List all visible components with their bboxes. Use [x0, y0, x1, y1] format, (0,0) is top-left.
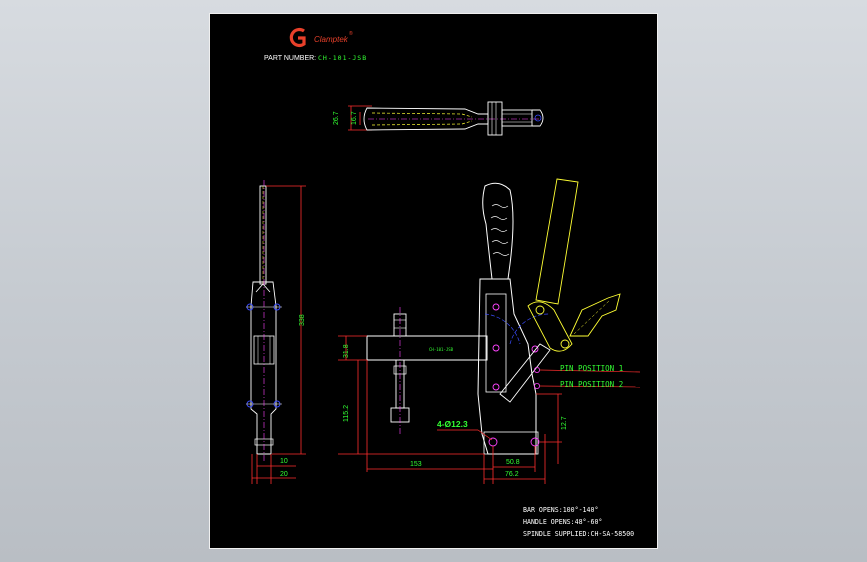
cad-drawing-canvas[interactable]: Clamptek ® PART NUMBER: CH-101-JSB 26.7 … [210, 14, 659, 550]
dim-20: 20 [280, 471, 288, 478]
linkage-arm [499, 343, 551, 403]
handle-top-outline [363, 107, 489, 131]
base-hole-1 [488, 437, 498, 447]
spindle-top-nut [393, 313, 407, 337]
brand-registered: ® [349, 30, 353, 37]
brand-logo: Clamptek ® [289, 27, 353, 48]
bar-open-position [569, 293, 621, 337]
top-hub [487, 101, 503, 136]
note-spindle: SPINDLE SUPPLIED:CH-SA-58500 [523, 530, 634, 538]
front-handle [482, 182, 514, 280]
brand-name: Clamptek [314, 35, 349, 44]
note-handle-opens: HANDLE OPENS:48°-60° [523, 518, 602, 526]
spec-notes: BAR OPENS:100°-140° HANDLE OPENS:48°-60°… [523, 506, 634, 538]
part-number-label: PART NUMBER: [264, 55, 316, 62]
dim-115-2: 115.2 [343, 405, 350, 422]
dim-50-8: 50.8 [506, 459, 520, 466]
note-bar-opens: BAR OPENS:100°-140° [523, 506, 598, 514]
pin-position-1: PIN POSITION 1 [560, 364, 623, 373]
front-view: CH-101-JSB [338, 178, 641, 484]
pin-position-2: PIN POSITION 2 [560, 380, 623, 389]
dim-338: 338 [299, 314, 306, 326]
top-view: 26.7 16.7 [333, 101, 544, 136]
side-handle [259, 185, 267, 285]
clamp-bar [366, 335, 488, 361]
side-view: 338 10 20 [246, 180, 306, 484]
handle-open-position [535, 178, 579, 305]
dim-153: 153 [410, 461, 422, 468]
dim-10: 10 [280, 458, 288, 465]
hole-callout: 4-Ø12.3 [437, 419, 468, 429]
dim-31-8: 31.8 [343, 344, 350, 358]
dim-12-7: 12.7 [561, 416, 568, 430]
dim-76-2: 76.2 [505, 471, 519, 478]
dim-16-7: 16.7 [351, 111, 358, 125]
side-body [250, 281, 277, 455]
dim-26-7: 26.7 [333, 111, 340, 125]
mounting-bracket [477, 278, 537, 455]
part-number-value: CH-101-JSB [318, 54, 367, 62]
drawing-sheet[interactable]: Clamptek ® PART NUMBER: CH-101-JSB 26.7 … [209, 13, 658, 549]
bar-label: CH-101-JSB [429, 347, 454, 352]
logo-g-mark [289, 27, 306, 48]
